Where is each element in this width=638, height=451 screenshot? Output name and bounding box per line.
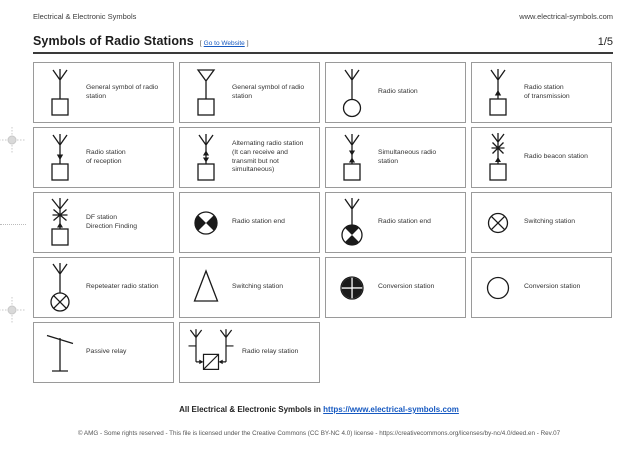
symbol-cell: General symbol of radio station — [33, 62, 174, 123]
symbol-cell: Radio station — [325, 62, 466, 123]
go-to-website-wrap: [Go to Website] — [200, 40, 249, 47]
symbol-label: Radio station — [378, 88, 418, 96]
radio-relay-station-icon — [180, 328, 242, 377]
antenna-df-box-icon — [34, 197, 86, 249]
antenna-triangle-box-icon — [180, 67, 232, 119]
symbols-grid: General symbol of radio station General … — [33, 62, 613, 383]
symbol-cell: Alternating radio station (It can receiv… — [179, 127, 320, 188]
symbol-cell: Radio station of reception — [33, 127, 174, 188]
bracket-open: [ — [199, 40, 202, 47]
symbol-cell: Switching station — [179, 257, 320, 318]
symbol-label: Radio station of reception — [86, 148, 126, 165]
antenna-circle-x-icon — [34, 262, 86, 314]
go-to-website-link[interactable]: Go to Website — [203, 40, 245, 47]
antenna-box-receive-icon — [34, 132, 86, 184]
grid-row: Passive relay Radio relay station — [33, 322, 613, 383]
symbol-cell: Passive relay — [33, 322, 174, 383]
symbol-label: Radio relay station — [242, 348, 299, 356]
symbol-cell: Conversion station — [325, 257, 466, 318]
grid-row: DF station Direction Finding Radio stati… — [33, 192, 613, 253]
antenna-box-transmit-icon — [472, 67, 524, 119]
page-header: Electrical & Electronic Symbols www.elec… — [33, 12, 613, 21]
grid-row: Radio station of reception Alternating r… — [33, 127, 613, 188]
circle-x-icon — [472, 197, 524, 249]
symbol-cell: Switching station — [471, 192, 612, 253]
symbol-cell: General symbol of radio station — [179, 62, 320, 123]
symbol-label: General symbol of radio station — [86, 83, 159, 100]
symbol-cell: Simultaneous radio station — [325, 127, 466, 188]
grid-row: Repeteater radio station Switching stati… — [33, 257, 613, 318]
title-divider — [33, 52, 613, 54]
triangle-icon — [180, 262, 232, 314]
footer-website-link[interactable]: https://www.electrical-symbols.com — [323, 405, 459, 414]
bracket-close: ] — [246, 40, 249, 47]
antenna-beacon-box-icon — [472, 132, 524, 184]
symbol-cell: Radio beacon station — [471, 127, 612, 188]
grid-row: General symbol of radio station General … — [33, 62, 613, 123]
header-site-url: www.electrical-symbols.com — [519, 12, 613, 21]
copyright-line: © AMG - Some rights reserved - This file… — [77, 430, 561, 437]
symbol-label: Switching station — [232, 283, 284, 291]
footer-line: All Electrical & Electronic Symbols in h… — [0, 405, 638, 414]
symbol-cell: Radio relay station — [179, 322, 320, 383]
page-number: 1/5 — [597, 36, 613, 48]
symbol-label: Alternating radio station (It can receiv… — [232, 139, 304, 174]
symbol-label: Radio station end — [378, 218, 431, 226]
antenna-box-simultaneous-icon — [326, 132, 378, 184]
title-bar: Symbols of Radio Stations [Go to Website… — [33, 34, 613, 48]
antenna-box-alternating-icon — [180, 132, 232, 184]
page-title: Symbols of Radio Stations — [33, 34, 194, 48]
symbol-cell: Radio station of transmission — [471, 62, 612, 123]
antenna-circle-icon — [326, 67, 378, 119]
registration-mark-icon — [0, 127, 25, 153]
symbol-label: Switching station — [524, 218, 576, 226]
symbol-label: General symbol of radio station — [232, 83, 305, 100]
passive-relay-icon — [34, 327, 86, 379]
circle-icon — [472, 262, 524, 314]
registration-mark-icon — [0, 297, 25, 323]
symbol-label: Conversion station — [378, 283, 435, 291]
symbol-cell: Conversion station — [471, 257, 612, 318]
symbol-label: Radio beacon station — [524, 153, 588, 161]
antenna-box-icon — [34, 67, 86, 119]
symbol-label: Simultaneous radio station — [378, 148, 437, 165]
symbol-label: Radio station of transmission — [524, 83, 570, 100]
circle-quadrants-icon — [180, 197, 232, 249]
circle-four-quadrants-icon — [326, 262, 378, 314]
symbol-label: DF station Direction Finding — [86, 213, 137, 230]
header-site-title: Electrical & Electronic Symbols — [33, 12, 137, 21]
antenna-circle-quadrants-icon — [326, 197, 378, 249]
crop-mark-dotted-line — [0, 224, 26, 225]
symbol-label: Passive relay — [86, 348, 127, 356]
symbol-cell: DF station Direction Finding — [33, 192, 174, 253]
symbol-label: Repeteater radio station — [86, 283, 159, 291]
symbol-cell: Repeteater radio station — [33, 257, 174, 318]
symbol-label: Radio station end — [232, 218, 285, 226]
symbol-cell: Radio station end — [179, 192, 320, 253]
symbol-cell: Radio station end — [325, 192, 466, 253]
footer-text: All Electrical & Electronic Symbols in — [179, 405, 321, 414]
symbol-label: Conversion station — [524, 283, 581, 291]
